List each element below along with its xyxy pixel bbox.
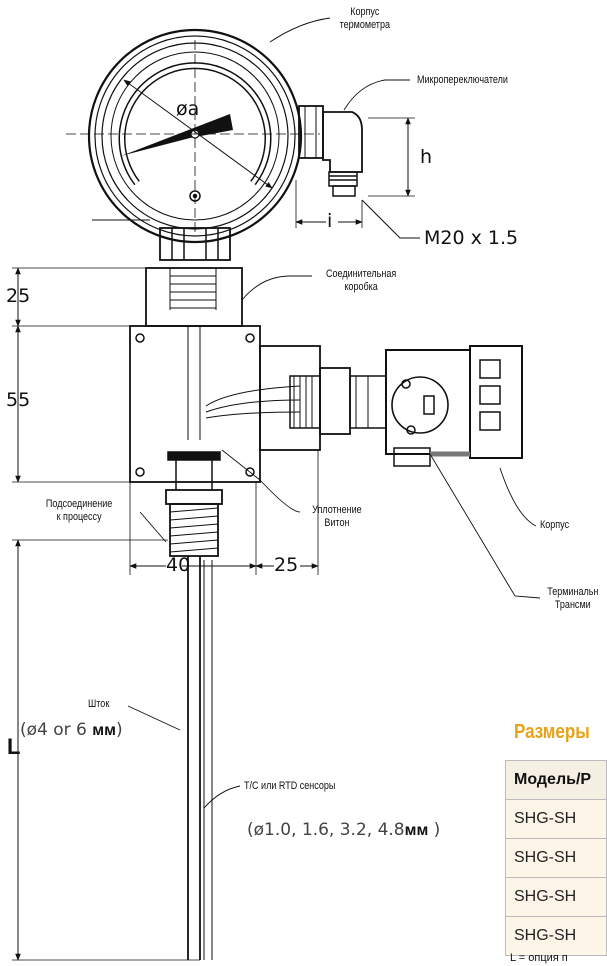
table-title: Размеры <box>514 721 590 743</box>
label-housing: Корпус <box>540 519 570 531</box>
microswitch <box>295 105 420 239</box>
label-gauge-housing: Корпус термометра <box>339 6 390 31</box>
stem <box>187 556 213 960</box>
table-footnote: L = опция п <box>510 952 568 964</box>
table-row: SHG-SH <box>505 916 607 956</box>
leader-lines <box>92 17 541 809</box>
label-process-connection: Подсоединение к процессу <box>45 498 113 523</box>
label-stem: Шток <box>88 698 110 710</box>
junction-box <box>129 267 321 490</box>
dim-h: h <box>420 146 433 168</box>
models-table: Модель/Р SHG-SH SHG-SH SHG-SH SHG-SH <box>505 760 607 956</box>
dim-L: L <box>7 734 21 759</box>
label-microswitches: Микропереключатели <box>417 74 508 86</box>
label-junction-box: Соединительная коробка <box>325 268 397 293</box>
side-fitting <box>289 367 387 435</box>
note-stem-diameter: (ø4 or 6 мм) <box>20 720 123 740</box>
gauge-dial <box>66 28 320 244</box>
dim-25-top: 25 <box>6 285 31 307</box>
dim-i: i <box>327 210 333 232</box>
dim-40: 40 <box>166 554 191 576</box>
dim-25-side: 25 <box>274 554 299 576</box>
gauge-neck <box>159 227 231 261</box>
process-thread <box>165 489 223 557</box>
table-header: Модель/Р <box>505 760 607 800</box>
dim-dial-diameter: øa <box>176 98 200 120</box>
label-sensors: T/C или RTD сенсоры <box>244 780 336 792</box>
table-row: SHG-SH <box>505 838 607 878</box>
label-terminal-transmitter: Терминальн Трансми <box>547 586 599 611</box>
transmitter-head <box>385 345 523 467</box>
dim-thread: M20 x 1.5 <box>424 227 519 249</box>
note-sensor-diameter: (ø1.0, 1.6, 3.2, 4.8мм ) <box>247 820 441 840</box>
label-viton-seal: Уплотнение Витон <box>312 504 362 529</box>
table-row: SHG-SH <box>505 877 607 917</box>
dim-55: 55 <box>6 389 31 411</box>
dimension-lines <box>12 267 319 961</box>
table-row: SHG-SH <box>505 799 607 839</box>
